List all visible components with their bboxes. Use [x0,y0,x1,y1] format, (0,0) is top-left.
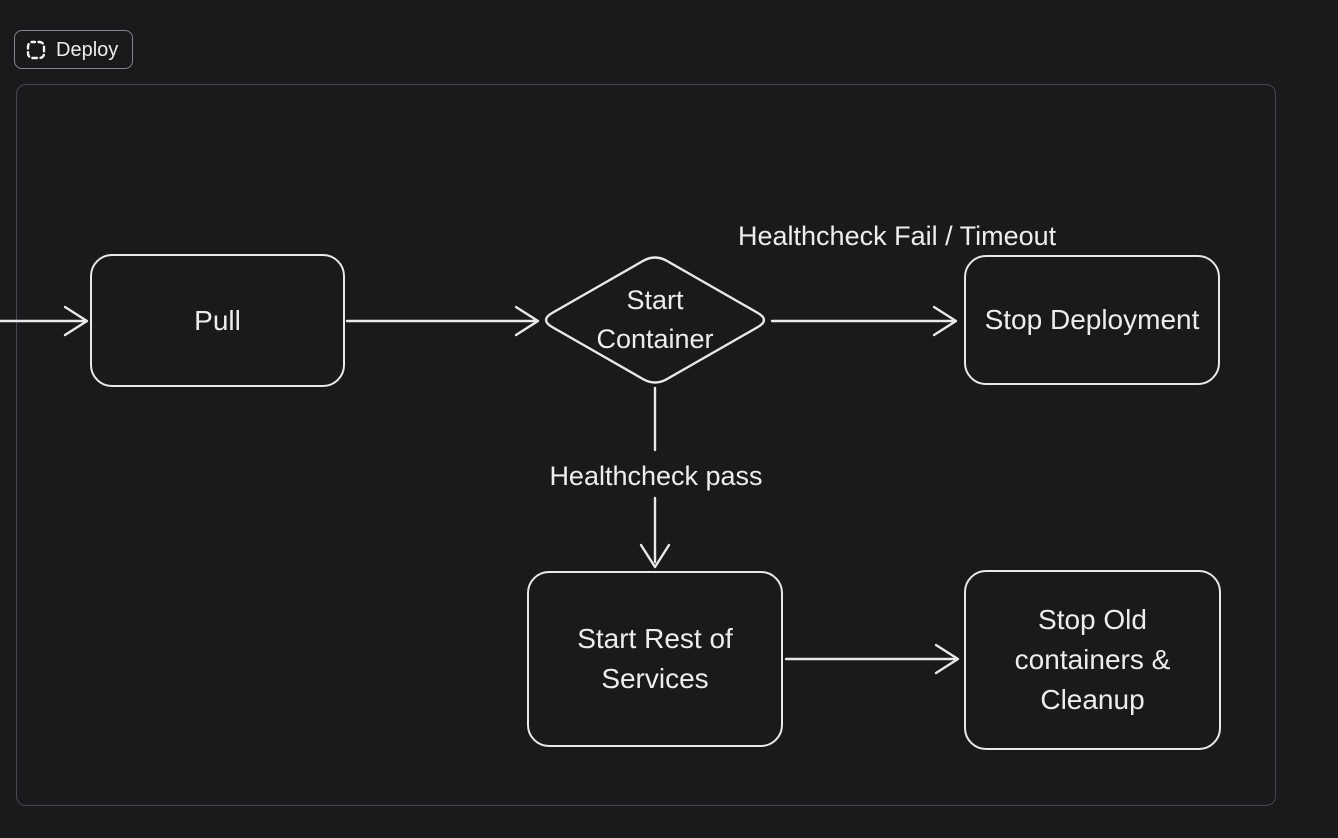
arrow-pass-head[interactable] [639,543,671,569]
edge-label-pass-text: Healthcheck pass [549,461,763,491]
node-stop-old-label-line2: containers & [1014,644,1171,675]
deploy-frame[interactable] [16,84,1276,806]
node-pull-label: Pull [194,304,241,336]
node-start-container-label-line2: Container [596,324,714,354]
edge-label-fail-line1: Healthcheck [738,221,887,251]
node-stop-old-label-line1: Stop Old [1038,604,1147,635]
frame-name-chip[interactable]: Deploy [14,30,134,69]
node-stop-old-containers-cleanup[interactable]: Stop Old containers & Cleanup [964,570,1221,750]
node-stop-old-label-line3: Cleanup [1040,684,1145,715]
node-stop-deployment[interactable]: Stop Deployment [964,255,1220,385]
edge-label-healthcheck-pass[interactable]: Healthcheck pass [531,456,781,496]
start-container-diamond[interactable] [544,256,766,384]
arrow-fail-to-stop-deployment-head[interactable] [932,305,958,337]
arrow-rest-to-cleanup-head[interactable] [934,643,960,675]
node-stop-deployment-label: Stop Deployment [984,304,1200,335]
arrow-into-pull-head[interactable] [63,305,89,337]
arrow-pull-to-start-container-head[interactable] [514,305,540,337]
node-start-rest-label-line1: Start Rest of [577,623,733,654]
frame-name-label: Deploy [56,38,119,61]
edge-label-healthcheck-fail[interactable]: Healthcheck Fail / Timeout [738,216,1056,256]
node-start-container[interactable]: Start Container [555,276,755,364]
node-pull[interactable]: Pull [90,254,345,387]
node-start-rest-of-services[interactable]: Start Rest of Services [527,571,783,747]
node-start-rest-label-line2: Services [601,663,709,694]
edge-label-fail-line2: Fail / Timeout [894,221,1057,251]
dashed-frame-icon [26,40,46,59]
node-start-container-label-line1: Start [626,285,684,315]
